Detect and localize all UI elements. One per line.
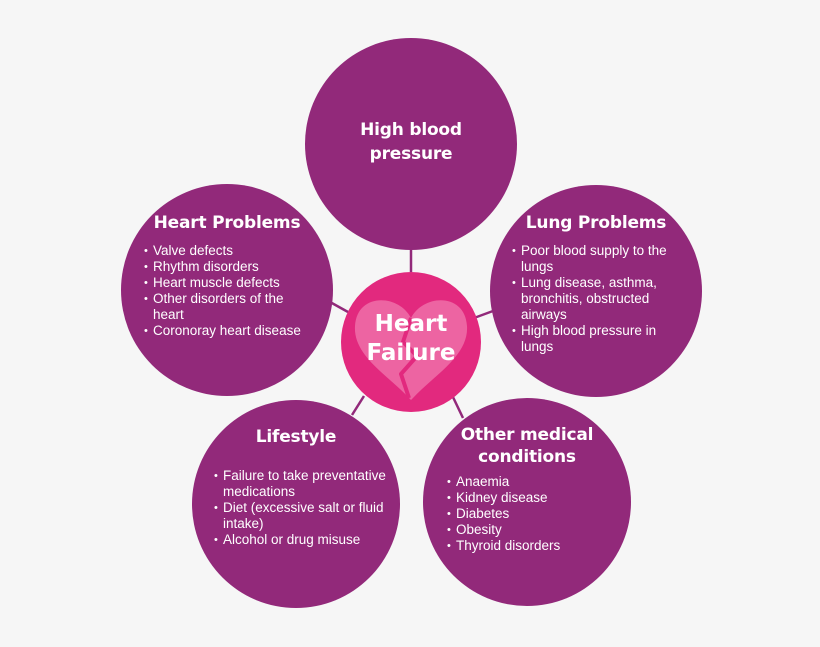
list-item: Alcohol or drug misuse: [214, 532, 386, 548]
node-title-heart-problems: Heart Problems: [153, 213, 301, 233]
list-item: Diet (excessive salt or fluid intake): [214, 500, 395, 532]
list-item: Obesity: [447, 522, 607, 538]
node-lung-problems: Lung Problems Poor blood supply to the l…: [490, 185, 702, 397]
list-item: Heart muscle defects: [144, 275, 324, 291]
center-label: Heart Failure: [341, 310, 481, 368]
center-label-line1: Heart: [374, 311, 448, 337]
node-title-lung-problems: Lung Problems: [525, 213, 667, 233]
connector-bottom-right: [450, 394, 465, 419]
list-item: Diabetes: [447, 506, 607, 522]
list-item: Kidney disease: [447, 490, 607, 506]
list-item: Poor blood supply to the lungs: [512, 243, 684, 275]
list-item: Rhythm disorders: [144, 259, 324, 275]
list-item: Other disorders of the heart: [144, 291, 311, 323]
list-item: Valve defects: [144, 243, 324, 259]
heart-problems-list: Valve defects Rhythm disorders Heart mus…: [144, 243, 324, 339]
list-item: Failure to take preventative medications: [214, 468, 388, 500]
list-item: Coronoray heart disease: [144, 323, 324, 339]
connector-left: [329, 300, 349, 314]
node-title-lifestyle: Lifestyle: [255, 427, 337, 447]
other-medical-list: Anaemia Kidney disease Diabetes Obesity …: [447, 474, 607, 554]
list-item: High blood pressure in lungs: [512, 323, 683, 355]
list-item: Anaemia: [447, 474, 607, 490]
list-item: Thyroid disorders: [447, 538, 607, 554]
node-title-other-medical-conditions: Other medical conditions: [460, 425, 594, 467]
list-item: Lung disease, asthma, bronchitis, obstru…: [512, 275, 679, 323]
center-heart-failure: Heart Failure: [341, 272, 481, 412]
lung-problems-list: Poor blood supply to the lungs Lung dise…: [512, 243, 684, 355]
node-other-medical-conditions: Other medical conditions Anaemia Kidney …: [423, 398, 631, 606]
connector-bottom-left: [350, 395, 366, 416]
node-lifestyle: Lifestyle Failure to take preventative m…: [192, 400, 400, 608]
node-high-blood-pressure: High blood pressure: [305, 38, 517, 250]
node-heart-problems: Heart Problems Valve defects Rhythm diso…: [121, 184, 333, 396]
lifestyle-list: Failure to take preventative medications…: [214, 468, 386, 548]
node-title-high-blood-pressure: High blood pressure: [360, 120, 462, 164]
center-label-line2: Failure: [366, 340, 456, 366]
broken-heart-icon: [354, 300, 468, 400]
connector-right: [473, 309, 494, 320]
